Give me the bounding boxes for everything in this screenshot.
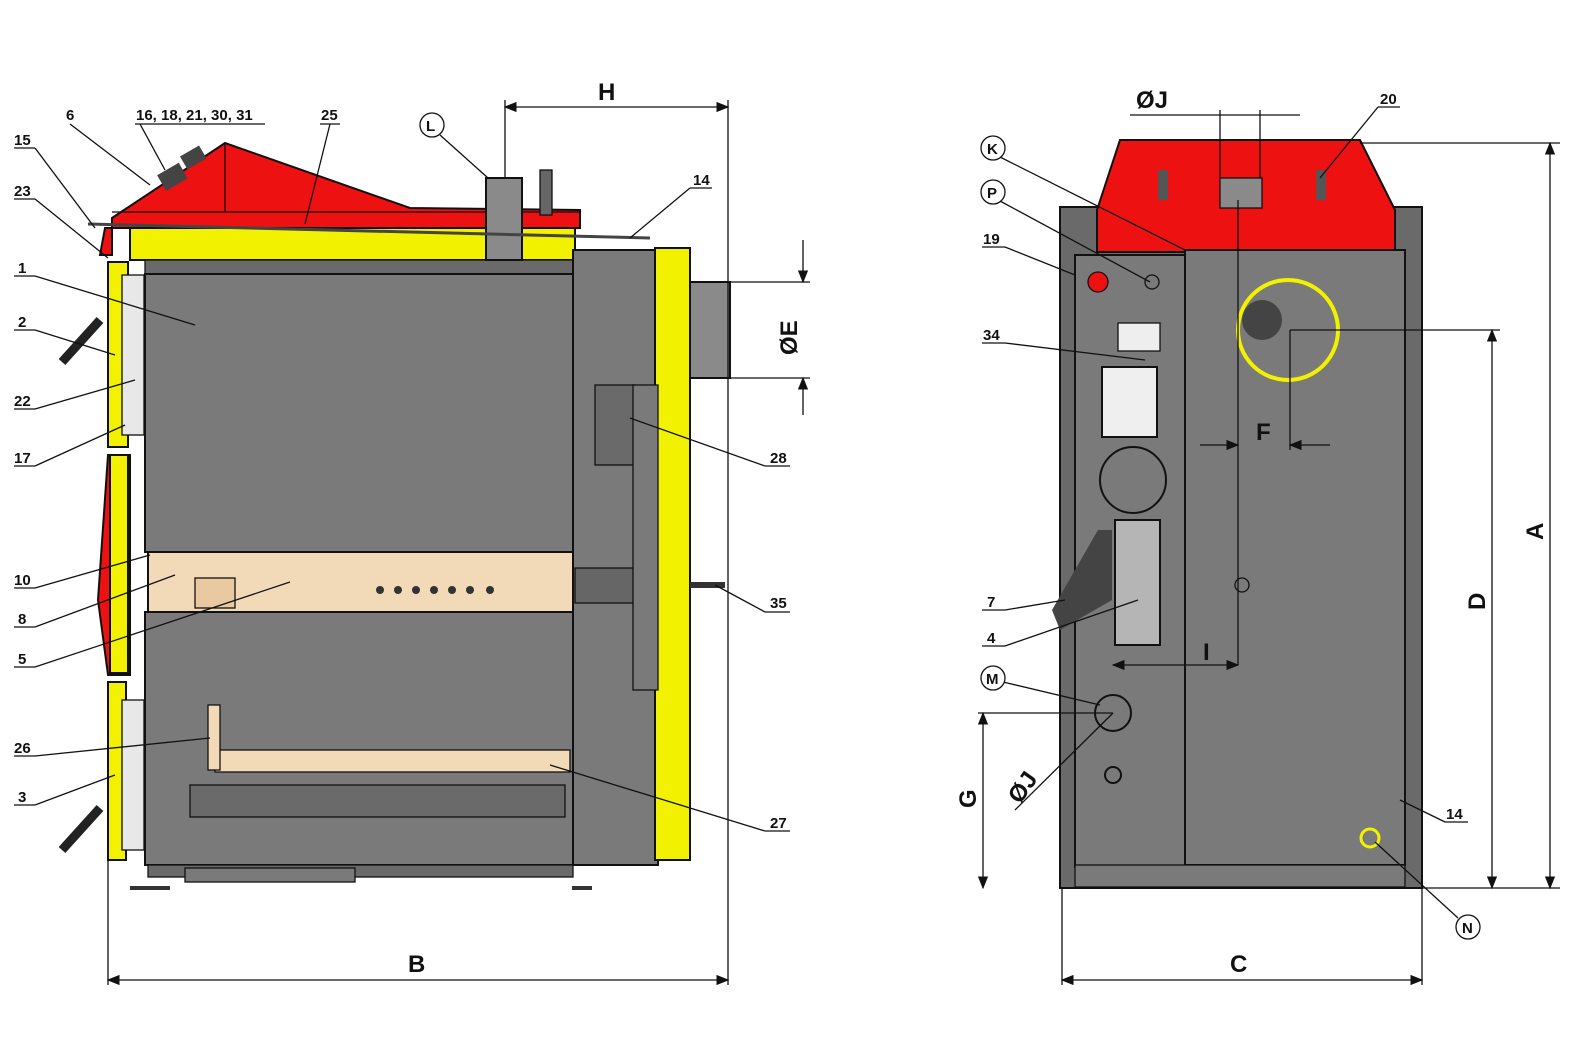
dimension-E: ØE — [776, 320, 803, 355]
callout-22: 22 — [14, 393, 31, 410]
drain-valve — [1359, 827, 1381, 849]
circle-label-K: K — [987, 141, 998, 158]
lower-door-handle-icon — [58, 804, 104, 854]
dimension-C: C — [1230, 951, 1247, 978]
callout-7: 7 — [987, 594, 995, 611]
ash-tray — [214, 749, 571, 773]
circle-label-M: M — [986, 671, 999, 688]
circle-label-L: L — [426, 118, 435, 135]
callout-28: 28 — [770, 450, 787, 467]
callout-3: 3 — [18, 789, 26, 806]
callout-14: 14 — [1446, 806, 1463, 823]
callout-10: 10 — [14, 572, 31, 589]
callout-25: 25 — [321, 107, 338, 124]
callout-17: 17 — [14, 450, 31, 467]
circle-label-P: P — [987, 185, 997, 202]
dimension-A: A — [1522, 523, 1549, 540]
callout-1: 1 — [18, 260, 26, 277]
callout-labels: 20 19 34 7 4 14 K P M N — [980, 91, 1481, 940]
dimension-D: D — [1464, 593, 1491, 610]
dimension-I: I — [1203, 639, 1210, 666]
dimension-H: H — [598, 79, 615, 106]
dimension-F: F — [1256, 419, 1271, 446]
callout-5: 5 — [18, 651, 26, 668]
callout-15: 15 — [14, 132, 31, 149]
callout-4: 4 — [987, 630, 996, 647]
callout-19: 19 — [983, 231, 1000, 248]
dimension-J-bottom: ØJ — [1003, 767, 1043, 809]
callout-23: 23 — [14, 183, 31, 200]
callout-35: 35 — [770, 595, 787, 612]
dimension-B: B — [408, 951, 425, 978]
callout-8: 8 — [18, 611, 26, 628]
chimney-block — [485, 177, 523, 261]
upper-chamber — [144, 273, 574, 553]
callout-2: 2 — [18, 314, 26, 331]
dimension-J-top: ØJ — [1136, 87, 1168, 114]
rear-view: 20 19 34 7 4 14 K P M N — [955, 87, 1560, 986]
callout-26: 26 — [14, 740, 31, 757]
callout-labels: 6 16, 18, 21, 30, 31 25 15 23 1 2 22 17 … — [14, 107, 787, 832]
ash-door — [1114, 519, 1161, 646]
control-panel-icon — [157, 145, 207, 191]
circle-label-N: N — [1462, 920, 1473, 937]
callout-14: 14 — [693, 172, 710, 189]
dimension-lines — [106, 100, 810, 986]
upper-door-handle-icon — [58, 316, 104, 366]
dimension-G: G — [955, 789, 982, 808]
callout-34: 34 — [983, 327, 1000, 344]
callout-16-18-21-30-31: 16, 18, 21, 30, 31 — [136, 107, 253, 124]
flue-outlet — [689, 281, 731, 379]
callout-20: 20 — [1380, 91, 1397, 108]
cleaning-door — [1101, 366, 1158, 438]
callout-6: 6 — [66, 107, 74, 124]
rear-insulation — [654, 247, 691, 861]
rating-plate — [1117, 322, 1161, 352]
callout-27: 27 — [770, 815, 787, 832]
side-view: 6 16, 18, 21, 30, 31 25 15 23 1 2 22 17 … — [14, 79, 810, 986]
dimension-lines — [977, 110, 1560, 986]
